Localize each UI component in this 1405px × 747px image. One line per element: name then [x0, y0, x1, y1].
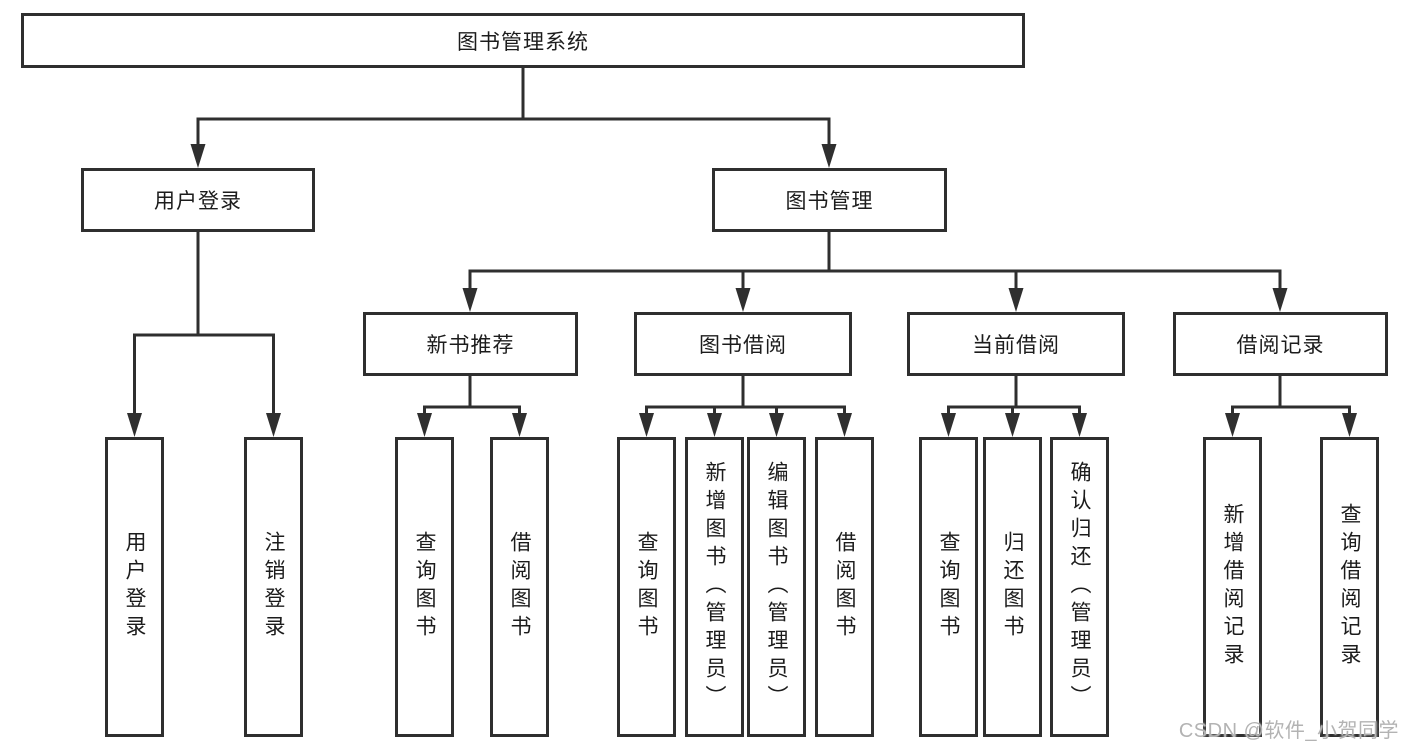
arrow-icon	[417, 413, 432, 437]
node-borrow-books-2-label: 借阅图书	[833, 531, 856, 643]
connector-user-login	[133, 232, 275, 418]
node-root-label: 图书管理系统	[457, 30, 589, 54]
arrow-icon	[1225, 413, 1240, 437]
arrowheads	[127, 144, 1357, 437]
node-query-borrow-record: 查询借阅记录	[1320, 437, 1379, 737]
node-book-management-label: 图书管理	[785, 190, 874, 213]
arrow-icon	[707, 413, 722, 437]
arrow-icon	[837, 413, 852, 437]
node-new-book-recommendation-label: 新书推荐	[426, 334, 515, 357]
connector-new-book	[423, 376, 521, 418]
node-edit-book-admin-label: 编辑图书（管理员）	[765, 461, 788, 713]
connector-book-borrow	[645, 376, 846, 418]
node-confirm-return-admin-label: 确认归还（管理员）	[1068, 461, 1091, 713]
node-book-borrow: 图书借阅	[634, 312, 852, 376]
node-add-borrow-record: 新增借阅记录	[1203, 437, 1262, 737]
node-borrow-books-1: 借阅图书	[490, 437, 549, 737]
node-book-borrow-label: 图书借阅	[699, 334, 787, 357]
node-edit-book-admin: 编辑图书（管理员）	[747, 437, 806, 737]
arrow-icon	[941, 413, 956, 437]
node-current-borrow-label: 当前借阅	[972, 334, 1060, 357]
arrow-icon	[735, 288, 751, 312]
node-return-book: 归还图书	[983, 437, 1042, 737]
node-user-login-leaf: 用户登录	[105, 437, 164, 737]
connector-root	[196, 68, 831, 150]
node-new-book-recommendation: 新书推荐	[363, 312, 578, 376]
node-borrow-books-1-label: 借阅图书	[508, 531, 531, 643]
arrow-icon	[1005, 413, 1020, 437]
node-borrow-records-label: 借阅记录	[1236, 334, 1325, 357]
node-user-login-leaf-label: 用户登录	[123, 531, 146, 643]
node-query-books-1-label: 查询图书	[413, 531, 436, 643]
connector-borrow-records	[1231, 376, 1351, 418]
node-book-management: 图书管理	[712, 168, 947, 232]
arrow-icon	[190, 144, 206, 168]
node-query-books-2-label: 查询图书	[635, 531, 658, 643]
node-query-books-2: 查询图书	[617, 437, 676, 737]
node-user-login-label: 用户登录	[154, 190, 242, 213]
arrow-icon	[1342, 413, 1357, 437]
node-borrow-records: 借阅记录	[1173, 312, 1388, 376]
node-query-books-3: 查询图书	[919, 437, 978, 737]
node-query-borrow-record-label: 查询借阅记录	[1338, 503, 1361, 671]
node-return-book-label: 归还图书	[1001, 531, 1024, 643]
node-borrow-books-2: 借阅图书	[815, 437, 874, 737]
watermark: CSDN @软件_小贺同学	[1178, 720, 1399, 742]
arrow-icon	[127, 413, 142, 437]
arrow-icon	[1008, 288, 1024, 312]
connector-current-borrow	[947, 376, 1081, 418]
arrow-icon	[266, 413, 281, 437]
node-user-login: 用户登录	[81, 168, 315, 232]
arrow-icon	[1072, 413, 1087, 437]
arrow-icon	[512, 413, 527, 437]
node-query-books-1: 查询图书	[395, 437, 454, 737]
node-confirm-return-admin: 确认归还（管理员）	[1050, 437, 1109, 737]
arrow-icon	[639, 413, 654, 437]
arrow-icon	[821, 144, 837, 168]
arrow-icon	[1272, 288, 1288, 312]
connector-book-management	[468, 232, 1282, 293]
node-logout: 注销登录	[244, 437, 303, 737]
node-add-book-admin-label: 新增图书（管理员）	[703, 461, 726, 713]
node-root: 图书管理系统	[21, 13, 1025, 68]
arrow-icon	[462, 288, 478, 312]
node-add-borrow-record-label: 新增借阅记录	[1221, 503, 1244, 671]
arrow-icon	[769, 413, 784, 437]
node-add-book-admin: 新增图书（管理员）	[685, 437, 744, 737]
node-query-books-3-label: 查询图书	[937, 531, 960, 643]
node-current-borrow: 当前借阅	[907, 312, 1125, 376]
node-logout-label: 注销登录	[262, 531, 285, 643]
